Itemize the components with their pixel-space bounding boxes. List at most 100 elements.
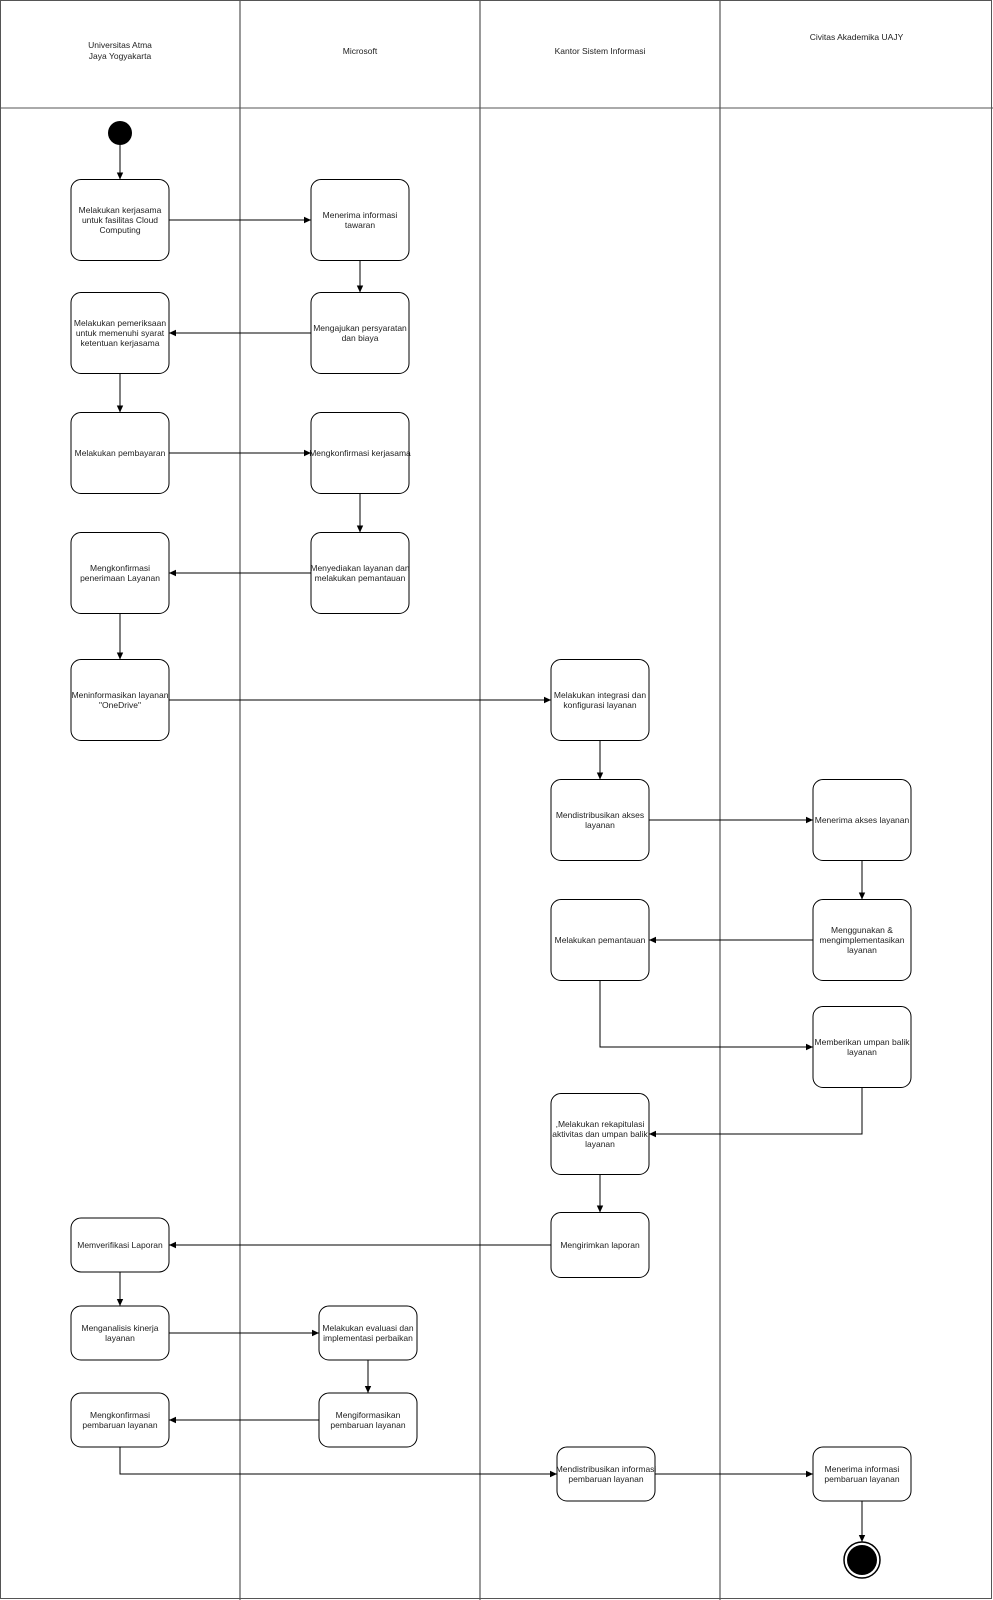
- activity-label: Meninformasikan layanan: [72, 690, 169, 700]
- lane-microsoft: Microsoft: [343, 46, 378, 56]
- activity-label: pembaruan layanan: [330, 1420, 405, 1430]
- activity-label: Mendistribusikan informasi: [556, 1464, 657, 1474]
- activity-label: tawaran: [345, 220, 376, 230]
- activity-label: Mengkonfirmasi: [90, 1410, 150, 1420]
- activity-label: untuk fasilitas Cloud: [82, 215, 158, 225]
- lane-title: Microsoft: [343, 46, 378, 56]
- activity-label: penerimaan Layanan: [80, 573, 160, 583]
- activity-label: dan biaya: [342, 333, 379, 343]
- activity-label: untuk memenuhi syarat: [76, 328, 165, 338]
- lane-title: Jaya Yogyakarta: [89, 51, 152, 61]
- activity-box: [70, 412, 170, 494]
- initial-node: [108, 121, 132, 145]
- activity-label: Mengkonfirmasi: [90, 563, 150, 573]
- activity-label: aktivitas dan umpan balik: [552, 1129, 648, 1139]
- activity-box: [556, 1446, 656, 1502]
- activity-box: [310, 532, 410, 614]
- activity-box: [70, 1305, 170, 1361]
- activity-label: Menganalisis kinerja: [81, 1323, 158, 1333]
- activity-box: [310, 292, 410, 374]
- activity-label: layanan: [847, 945, 877, 955]
- activity-a18: Memverifikasi Laporan: [70, 1217, 170, 1273]
- activity-box: [310, 412, 410, 494]
- activity-label: Menerima informasi: [323, 210, 398, 220]
- activity-box: [70, 532, 170, 614]
- activity-box: [812, 1446, 912, 1502]
- activity-label: Mengiformasikan: [336, 1410, 401, 1420]
- activity-label: Melakukan pemeriksaan: [74, 318, 166, 328]
- activity-label: layanan: [847, 1047, 877, 1057]
- activity-label: melakukan pemantauan: [315, 573, 406, 583]
- activity-label: Melakukan pembayaran: [75, 448, 166, 458]
- activity-label: layanan: [585, 1139, 615, 1149]
- activity-a5: Melakukan pembayaran: [70, 412, 170, 494]
- activity-label: Melakukan pemantauan: [555, 935, 646, 945]
- lane-ksi: Kantor Sistem Informasi: [555, 46, 646, 56]
- activity-box: [812, 899, 912, 981]
- activity-label: Melakukan evaluasi dan: [322, 1323, 413, 1333]
- activity-box: [550, 779, 650, 861]
- lane-title: Kantor Sistem Informasi: [555, 46, 646, 56]
- activity-box: [550, 899, 650, 981]
- activity-label: Menerima akses layanan: [815, 815, 910, 825]
- activity-box: [812, 1006, 912, 1088]
- activity-label: layanan: [585, 820, 615, 830]
- activity-box: [310, 179, 410, 261]
- activity-label: ,Melakukan rekapitulasi: [556, 1119, 645, 1129]
- activity-a12: Menerima akses layanan: [812, 779, 912, 861]
- activity-box: [70, 1392, 170, 1448]
- flow-a21-to-a23: [119, 1447, 557, 1478]
- activity-label: Melakukan integrasi dan: [554, 690, 646, 700]
- activity-label: mengimplementasikan: [819, 935, 904, 945]
- activity-label: Mendistribusikan akses: [556, 810, 644, 820]
- flow-a15-to-a16: [649, 1087, 863, 1138]
- activity-box: [550, 659, 650, 741]
- activity-label: Melakukan kerjasama: [79, 205, 162, 215]
- activity-label: layanan: [105, 1333, 135, 1343]
- activity-box: [318, 1305, 418, 1361]
- activity-a9: Meninformasikan layanan"OneDrive": [70, 659, 170, 741]
- activity-box: [812, 779, 912, 861]
- activity-label: Menggunakan &: [831, 925, 893, 935]
- activity-box: [70, 179, 170, 261]
- activity-label: implementasi perbaikan: [323, 1333, 413, 1343]
- activity-label: Mengajukan persyaratan: [313, 323, 407, 333]
- activity-label: Mengirimkan laporan: [560, 1240, 640, 1250]
- activity-box: [318, 1392, 418, 1448]
- activity-label: ketentuan kerjasama: [81, 338, 160, 348]
- activity-label: Memberikan umpan balik: [815, 1037, 911, 1047]
- final-node-core: [847, 1545, 877, 1575]
- activity-a17: Mengirimkan laporan: [550, 1212, 650, 1278]
- activity-label: "OneDrive": [99, 700, 141, 710]
- activity-label: Computing: [99, 225, 140, 235]
- activity-box: [550, 1212, 650, 1278]
- activity-label: Memverifikasi Laporan: [77, 1240, 163, 1250]
- activity-box: [70, 659, 170, 741]
- activity-box: [550, 1093, 650, 1175]
- activity-label: konfigurasi layanan: [563, 700, 637, 710]
- lane-title: Universitas Atma: [88, 40, 152, 50]
- activity-label: Menyediakan layanan dan: [310, 563, 410, 573]
- activity-box: [70, 1217, 170, 1273]
- activity-label: pembaruan layanan: [82, 1420, 157, 1430]
- activity-label: Mengkonfirmasi kerjasama: [309, 448, 411, 458]
- activity-a14: Melakukan pemantauan: [550, 899, 650, 981]
